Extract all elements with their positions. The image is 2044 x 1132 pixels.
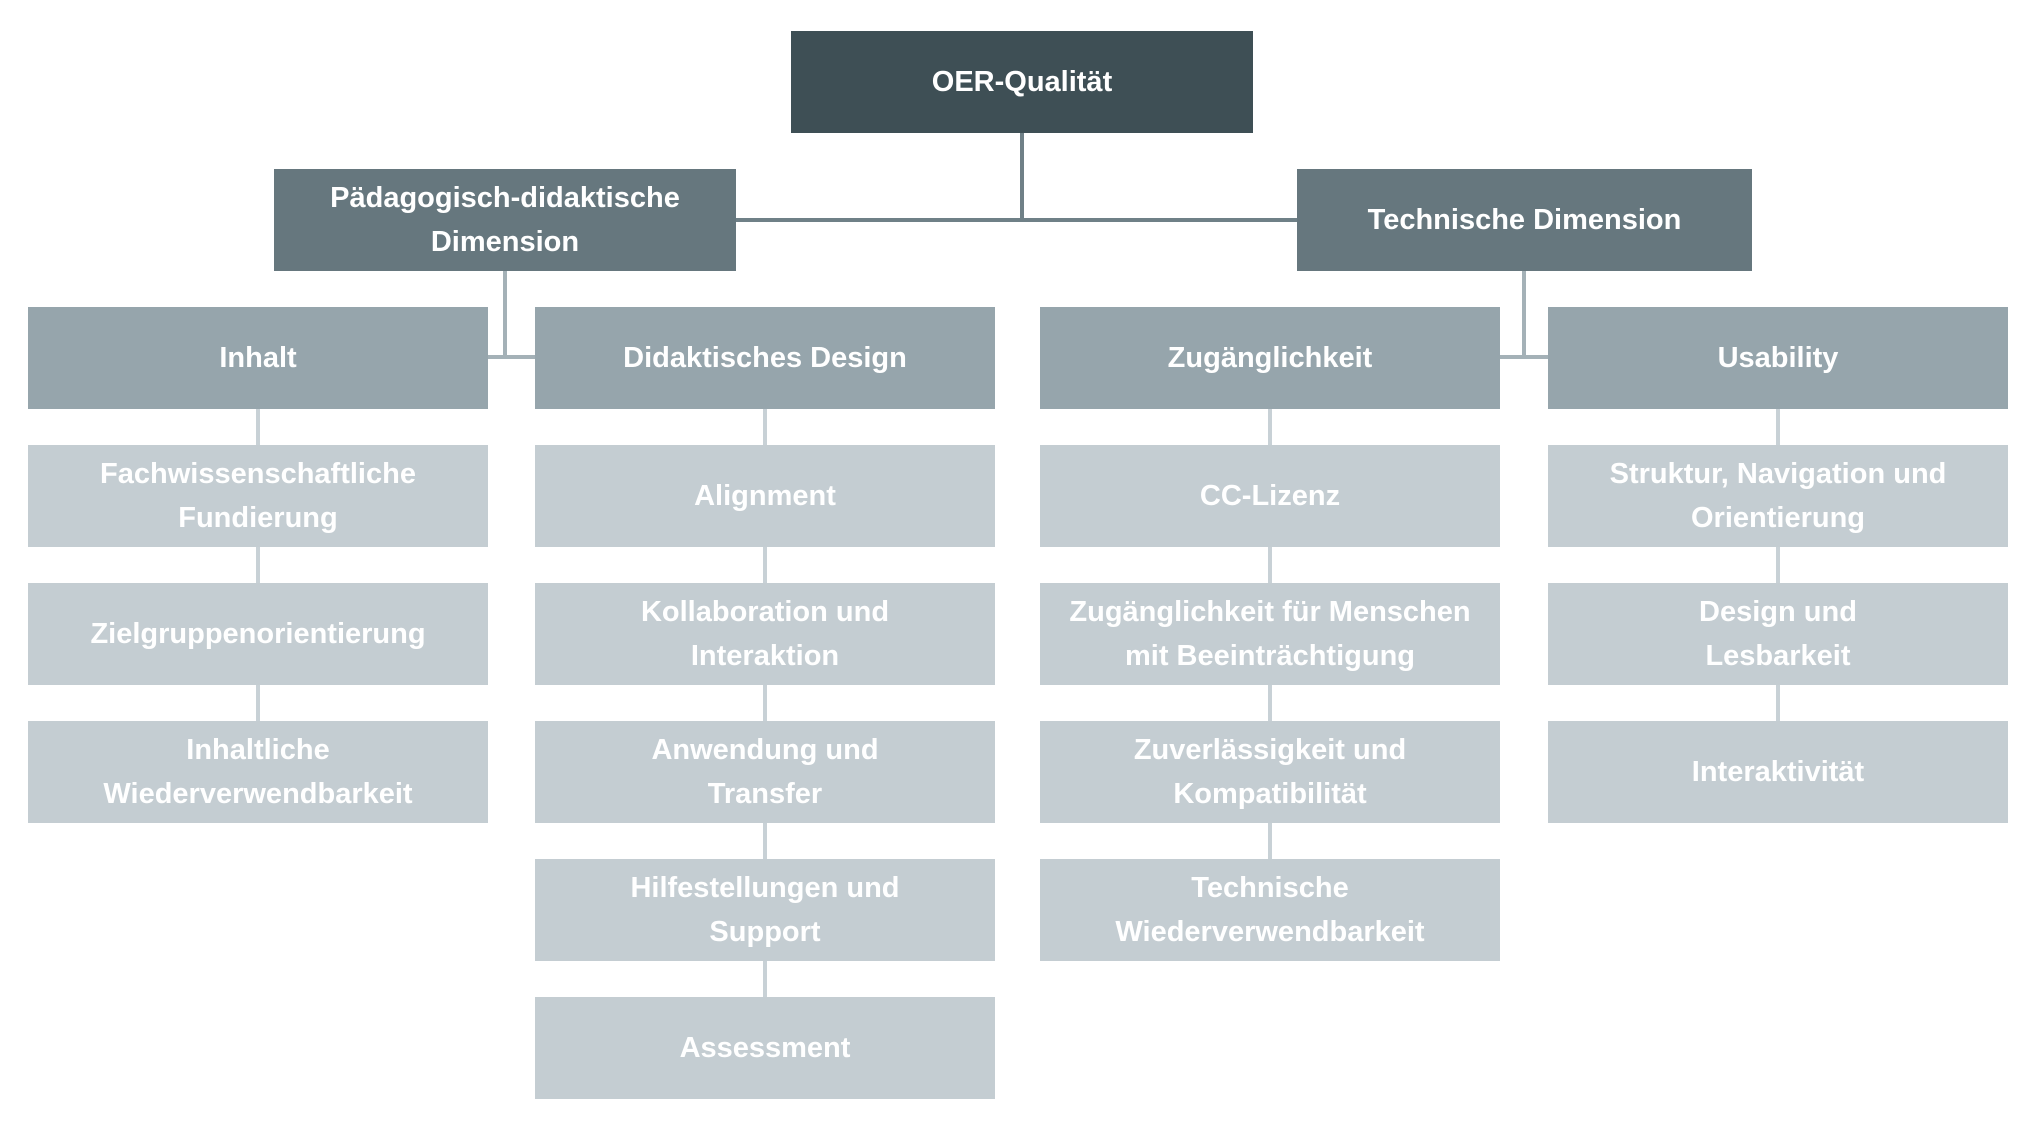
node-technische-dimension: Technische Dimension — [1297, 169, 1752, 271]
node-inhalt: Inhalt — [28, 307, 488, 409]
connector-col4-1 — [1776, 409, 1780, 445]
connector-col1-1 — [256, 409, 260, 445]
connector-col3-2 — [1268, 547, 1272, 583]
node-hilfestellungen-und-support: Hilfestellungen und Support — [535, 859, 995, 961]
node-zugaenglichkeit-fuer-menschen-mit-beeintraechtigung: Zugänglichkeit für Menschen mit Beeinträ… — [1040, 583, 1500, 685]
node-design-und-lesbarkeit: Design und Lesbarkeit — [1548, 583, 2008, 685]
connector-root-stem — [1020, 133, 1024, 222]
node-zugaenglichkeit: Zugänglichkeit — [1040, 307, 1500, 409]
node-kollaboration-und-interaktion: Kollaboration und Interaktion — [535, 583, 995, 685]
node-interaktivitaet: Interaktivität — [1548, 721, 2008, 823]
node-usability: Usability — [1548, 307, 2008, 409]
connector-col3-1 — [1268, 409, 1272, 445]
node-assessment: Assessment — [535, 997, 995, 1099]
connector-col2-5 — [763, 961, 767, 997]
connector-technische-stem — [1522, 271, 1526, 359]
node-alignment: Alignment — [535, 445, 995, 547]
connector-col4-2 — [1776, 547, 1780, 583]
connector-col4-3 — [1776, 685, 1780, 721]
node-zielgruppenorientierung: Zielgruppenorientierung — [28, 583, 488, 685]
connector-col1-2 — [256, 547, 260, 583]
node-didaktisches-design: Didaktisches Design — [535, 307, 995, 409]
connector-col2-1 — [763, 409, 767, 445]
node-fachwissenschaftliche-fundierung: Fachwissenschaftliche Fundierung — [28, 445, 488, 547]
connector-technische-bar — [1500, 355, 1548, 359]
node-inhaltliche-wiederverwendbarkeit: Inhaltliche Wiederverwendbarkeit — [28, 721, 488, 823]
node-cc-lizenz: CC-Lizenz — [1040, 445, 1500, 547]
node-technische-wiederverwendbarkeit: Technische Wiederverwendbarkeit — [1040, 859, 1500, 961]
connector-col1-3 — [256, 685, 260, 721]
node-struktur-navigation-und-orientierung: Struktur, Navigation und Orientierung — [1548, 445, 2008, 547]
connector-col2-3 — [763, 685, 767, 721]
connector-col2-2 — [763, 547, 767, 583]
node-zuverlaessigkeit-und-kompatibilitaet: Zuverlässigkeit und Kompatibilität — [1040, 721, 1500, 823]
node-oer-qualitaet: OER-Qualität — [791, 31, 1253, 133]
node-paedagogisch-didaktische-dimension: Pädagogisch-didaktische Dimension — [274, 169, 736, 271]
connector-paedagogisch-stem — [503, 271, 507, 359]
connector-paedagogisch-bar — [488, 355, 535, 359]
connector-col2-4 — [763, 823, 767, 859]
connector-col3-3 — [1268, 685, 1272, 721]
connector-dimensions-bar — [736, 218, 1297, 222]
connector-col3-4 — [1268, 823, 1272, 859]
node-anwendung-und-transfer: Anwendung und Transfer — [535, 721, 995, 823]
